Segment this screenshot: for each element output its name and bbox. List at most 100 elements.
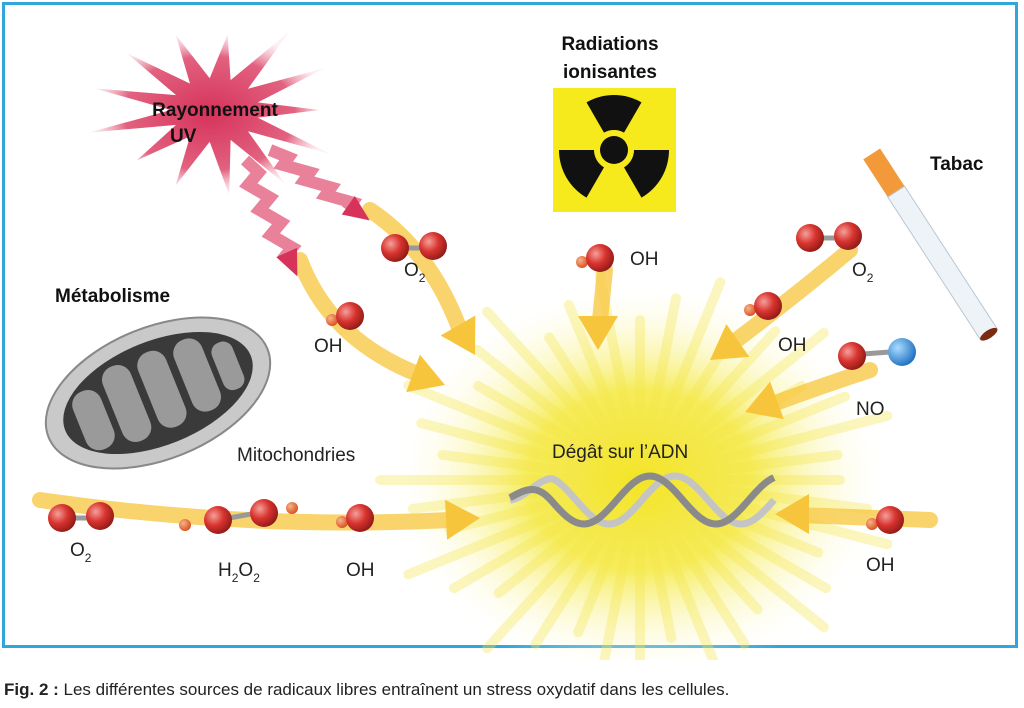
hydrogen-atom <box>744 304 756 316</box>
dna-strand <box>508 472 776 528</box>
burst-ray <box>677 327 829 452</box>
arrow-shaft <box>592 262 613 328</box>
arrow-shaft <box>792 507 938 528</box>
arrowhead <box>440 315 476 355</box>
metabolism-oh-label: OH <box>346 560 375 581</box>
burst-ray <box>530 517 618 649</box>
free-radicals-diagram: Rayonnement UV Radiations ionisantes Tab… <box>32 31 998 660</box>
burst-ray <box>472 344 603 452</box>
dna-damage-label: Dégât sur l’ADN <box>552 442 688 463</box>
burst-ray <box>416 418 588 471</box>
hydrogen-atom <box>336 516 348 528</box>
uv-star-icon <box>87 31 370 277</box>
oxygen-atom <box>834 222 862 250</box>
arrow-shaft <box>722 242 858 353</box>
arrowhead <box>775 494 809 534</box>
trefoil-center <box>600 136 628 164</box>
burst-ray <box>573 520 627 638</box>
trefoil-blade <box>559 150 604 198</box>
burst-ray <box>653 520 719 660</box>
burst-ray <box>407 482 586 514</box>
burst-ray <box>694 482 873 514</box>
radiation-label-line1: Radiations <box>561 34 658 55</box>
uv-ray-arrowhead <box>276 247 298 277</box>
arrow-shaft <box>762 362 878 413</box>
uv-label-line2: UV <box>170 126 197 147</box>
uv-ray <box>239 155 302 264</box>
arrowhead <box>710 324 750 360</box>
mitochondria-label: Mitochondries <box>237 445 355 466</box>
metabolism-o2-label: O2 <box>70 540 92 565</box>
burst-ray <box>653 277 726 440</box>
trefoil-blade <box>624 150 669 198</box>
burst-ray <box>444 489 588 535</box>
oxygen-atom <box>86 502 114 530</box>
molecules <box>48 222 916 534</box>
burst-ray <box>644 293 681 438</box>
uv-ray <box>267 144 363 214</box>
oxygen-atom <box>381 234 409 262</box>
caption-text: Les différentes sources de radicaux libr… <box>58 680 730 699</box>
oxygen-atom <box>204 506 232 534</box>
hydrogen-atom <box>576 256 588 268</box>
hydrogen-atom <box>866 518 878 530</box>
burst-rays <box>375 269 893 660</box>
burst-ray <box>670 513 763 615</box>
burst-ray <box>688 391 850 464</box>
burst-ray <box>403 380 592 464</box>
arrowhead <box>406 354 445 393</box>
hydrogen-atom <box>179 519 191 531</box>
figure-caption: Fig. 2 : Les différentes sources de radi… <box>4 680 729 700</box>
arrow-shaft <box>362 202 468 338</box>
arrowhead <box>444 499 480 540</box>
burst-ray <box>599 522 636 660</box>
hydrogen-atom <box>286 502 298 514</box>
metabolism-label: Métabolisme <box>55 286 170 307</box>
burst-ray <box>644 522 677 644</box>
hydrogen-atom <box>326 314 338 326</box>
burst-ray <box>482 306 610 447</box>
burst-ray <box>437 449 586 478</box>
nitrogen-atom <box>888 338 916 366</box>
oxygen-atom <box>796 224 824 252</box>
trefoil-blade <box>586 95 642 133</box>
uv-oh-label: OH <box>314 336 343 357</box>
right-oh-label: OH <box>866 555 895 576</box>
oxygen-atom <box>419 232 447 260</box>
burst-ray <box>677 508 829 633</box>
oxygen-atom <box>48 504 76 532</box>
uv-label-line1: Rayonnement <box>152 100 278 121</box>
mitochondria-icon <box>44 316 272 470</box>
radiation-label-line2: ionisantes <box>563 62 657 83</box>
oxygen-atom <box>586 244 614 272</box>
tobacco-label: Tabac <box>930 154 984 175</box>
burst-ray <box>662 517 750 649</box>
burst-ray <box>692 410 893 471</box>
tobacco-no-label: NO <box>856 399 885 420</box>
metabolism-h2o2-label: H2O2 <box>218 560 260 585</box>
cigarette-icon <box>863 148 998 341</box>
burst-ray <box>563 300 627 440</box>
oxygen-atom <box>336 302 364 330</box>
radiation-oh-label: OH <box>630 249 659 270</box>
caption-prefix: Fig. 2 : <box>4 680 59 699</box>
oxygen-atom <box>838 342 866 370</box>
radiation-hazard-icon <box>553 88 676 212</box>
arrowhead <box>578 316 618 350</box>
burst-ray <box>473 380 597 457</box>
oxygen-atom <box>250 499 278 527</box>
uv-ray-arrowhead <box>341 196 370 221</box>
dna-helix-icon <box>508 472 777 528</box>
burst-ray <box>694 449 843 478</box>
burst-ray <box>670 326 781 447</box>
uv-o2-label: O2 <box>404 260 426 285</box>
tobacco-oh-label: OH <box>778 335 807 356</box>
burst-ray <box>403 496 592 580</box>
tobacco-o2-label: O2 <box>852 260 874 285</box>
burst-ray <box>544 332 618 443</box>
dna-damage-burst <box>390 280 890 660</box>
oxygen-atom <box>346 504 374 532</box>
burst-ray <box>482 513 610 654</box>
arrowhead <box>745 381 784 420</box>
oxygen-atom <box>876 506 904 534</box>
